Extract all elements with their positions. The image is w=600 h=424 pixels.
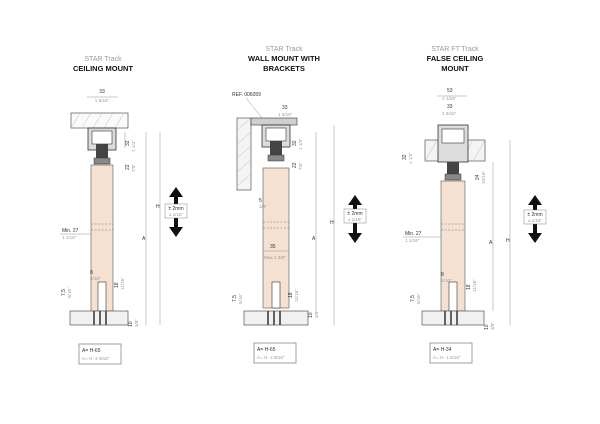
dim-guide-mm: 8 [441,272,444,278]
dim-depth-in: 1 1/4" [408,152,413,164]
dim-gap-in: 7/8" [131,164,136,172]
formula-mm: A= H-65 [257,347,276,353]
dim-track-mm: 32 [292,140,298,146]
dim-bot-in: 5/16" [238,293,243,304]
dim-top-in: 1 5/16" [278,112,293,117]
dim-h: H [506,238,510,244]
dim-floor-mm: 18 [466,284,472,290]
dim-base-in: 3/8" [314,310,319,318]
panel-ceiling-mount: STAR Track CEILING MOUNT 33 1 5/16" 32 1… [60,56,188,365]
dim-bot-mm: 7,5 [232,295,238,302]
dim-gap-in: 7/8" [298,162,303,170]
dim-width-in: Max.1 3/8" [264,255,286,260]
dim-min-mm: Min. 27 [62,228,79,234]
dim-inner-in: 1 5/16" [442,111,457,116]
panel-title-line-1: FALSE CEILING [427,54,484,63]
roller-hanger [270,141,282,155]
dim-h: H [330,220,334,226]
dim-bot-in: 5/16" [416,293,421,304]
formula-in: A= H- 1 5/16" [433,355,461,360]
dim-base-in: 3/8" [134,319,139,327]
floor-block [69,310,129,326]
floor-guide [271,281,281,309]
dim-floor-in: 11/16" [120,277,125,290]
dim-track-in: 1 1/4" [131,140,136,152]
dim-bot-in: 5/16" [67,287,72,298]
roller-hanger [447,162,459,174]
dim-min-in: 1 1/16" [62,235,77,240]
floor-guide [448,281,458,312]
dim-gap-mm: 24 [475,174,481,180]
panel-false-ceiling-mount: STAR FT Track FALSE CEILING MOUNT 53 2 1… [402,46,547,364]
formula-mm: A= H-65 [82,348,101,354]
dim-floor-mm: 18 [288,292,294,298]
dim-floor-mm: 18 [114,282,120,288]
dim-gap-in: 15/16" [481,171,486,184]
panel-title-line-1: WALL MOUNT WITH [248,54,320,63]
dim-min-mm: Min. 27 [405,231,422,237]
floor-guide [97,281,107,312]
formula-box [429,342,473,364]
wall [236,117,252,191]
dim-top-mm: 33 [282,105,288,111]
tolerance-in: ± 1/16" [528,218,543,223]
tolerance-in: ± 1/16" [169,212,184,217]
dim-base-mm: 10 [484,324,490,330]
dim-bot-mm: 7,5 [61,289,67,296]
dim-top-mm: 53 [447,88,453,94]
formula-box [253,342,297,364]
tolerance-in: ± 1/16" [348,217,363,222]
roller-hanger [96,144,108,158]
bracket [250,117,298,126]
dim-h: H [156,204,160,210]
tolerance-mm: ± 2mm [347,211,362,217]
floor-block [243,310,309,326]
formula-mm: A= H-34 [433,347,452,353]
panel-title-line-2: BRACKETS [263,64,305,73]
panel-title: CEILING MOUNT [73,64,133,73]
dim-top-mm: 33 [99,89,105,95]
dim-top-in: 2 1/16" [442,96,457,101]
tolerance-mm: ± 2mm [168,206,183,212]
dim-base-in: 3/8" [490,322,495,330]
formula-box [78,343,122,365]
dim-side-in: 1/8" [259,204,267,209]
dim-inner-mm: 33 [447,104,453,110]
dim-gap-mm: 22 [125,164,131,170]
dim-width-mm: 35 [270,244,276,250]
tolerance-mm: ± 2mm [527,212,542,218]
dim-depth-mm: 32 [402,154,408,160]
dim-floor-in: 11/16" [294,289,299,302]
panel-subtitle: STAR Track [84,56,122,63]
dim-base-mm: 10 [308,312,314,318]
dim-guide-mm: 8 [90,270,93,276]
panel-subtitle: STAR Track [265,46,303,53]
dim-a: A [142,236,146,242]
dim-gap-mm: 22 [292,162,298,168]
dim-a: A [312,236,316,242]
panel-subtitle: STAR FT Track [431,46,479,53]
dim-guide-in: 5/16" [441,278,452,283]
dim-base-mm: 10 [128,321,134,327]
floor-block [421,310,485,326]
dim-track-mm: 32 [125,140,131,146]
dim-guide-in: 5/16" [90,276,101,281]
dim-top-in: 1 5/16" [95,98,110,103]
panel-title-line-2: MOUNT [441,64,469,73]
formula-in: A= H- 2 9/16" [257,355,285,360]
ref-label: REF. 006059 [232,92,261,98]
dim-a: A [489,240,493,246]
dim-floor-in: 11/16" [472,279,477,292]
formula-in: A= H- 2 9/16" [82,356,110,361]
dim-side-mm: 5 [259,198,262,204]
dim-bot-mm: 7,5 [410,295,416,302]
dim-min-in: 1 1/16" [405,238,420,243]
dim-track-in: 1 1/4" [298,138,303,150]
panel-wall-mount: STAR Track WALL MOUNT WITH BRACKETS REF.… [232,46,367,364]
